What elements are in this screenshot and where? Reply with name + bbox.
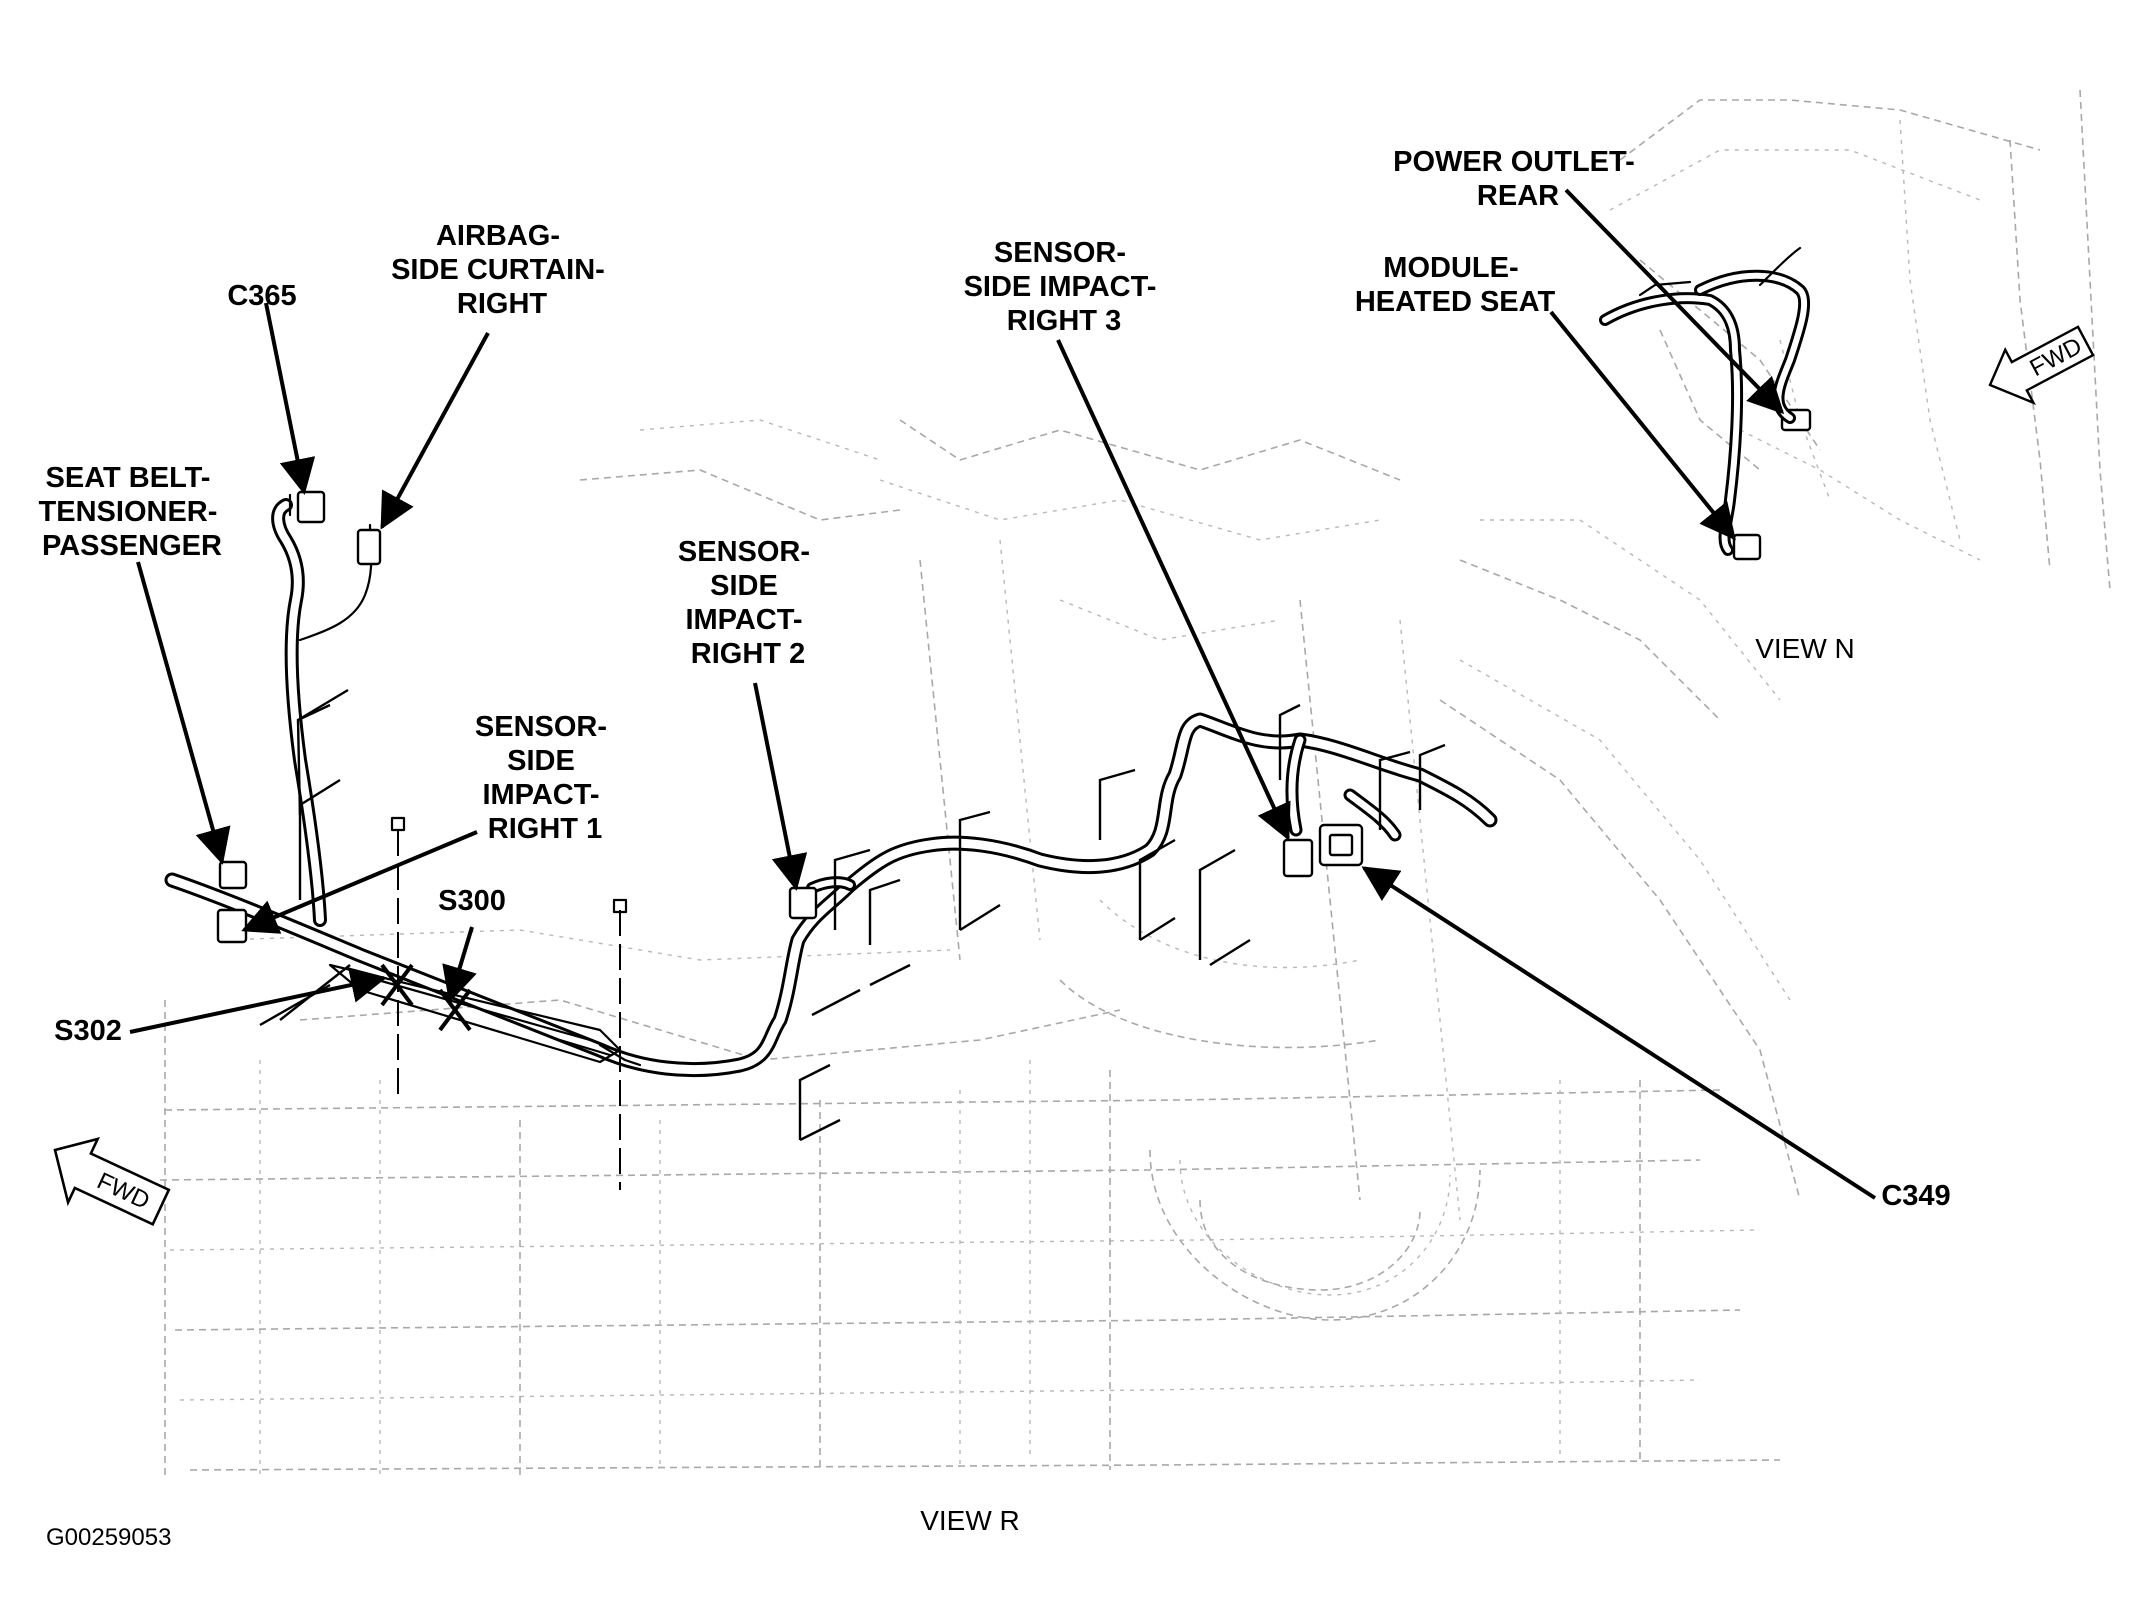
leader-sensor-side-impact-right-3: [1056, 339, 1291, 841]
module-heated-seat-connector: [1732, 533, 1762, 561]
leader-c365: [264, 302, 316, 495]
c365-connector: [296, 490, 326, 524]
callout-sensor-side-impact-right-2: SENSOR- SIDE IMPACT- RIGHT 2: [678, 536, 818, 670]
callout-c365: C365: [227, 280, 296, 312]
callout-airbag-side-curtain-right: AIRBAG- SIDE CURTAIN- RIGHT: [391, 220, 613, 320]
callout-sensor-side-impact-right-3: SENSOR- SIDE IMPACT- RIGHT 3: [964, 237, 1165, 337]
view-n-body-outline: [1609, 89, 2111, 591]
connectors: [216, 408, 1812, 944]
figure-code: G00259053: [46, 1524, 171, 1551]
callout-s300: S300: [438, 885, 506, 917]
seat-belt-tensioner-connector: [218, 860, 248, 890]
sensor-side-impact-right-3-connector: [1282, 838, 1314, 878]
s302-splice: [380, 963, 414, 1007]
callout-module-heated-seat: MODULE- HEATED SEAT: [1355, 252, 1556, 318]
callout-power-outlet-rear: POWER OUTLET- REAR: [1393, 146, 1643, 212]
leader-s302: [129, 967, 387, 1034]
vehicle-body-outline: [159, 419, 1801, 1480]
leader-lines: [129, 188, 1877, 1200]
leader-sensor-side-impact-right-1: [241, 830, 478, 934]
leader-seat-belt-tensioner-passenger: [136, 561, 231, 865]
airbag-curtain-connector: [356, 528, 382, 566]
sensor-side-impact-right-1-connector: [216, 908, 248, 944]
fwd-arrow-view-r: FWD: [53, 1137, 171, 1227]
view-n-label: VIEW N: [1755, 633, 1855, 664]
callout-seat-belt-tensioner-passenger: SEAT BELT- TENSIONER- PASSENGER: [39, 462, 226, 562]
view-r-main-harness: [164, 493, 1498, 1078]
leader-c349: [1361, 866, 1877, 1200]
leader-sensor-side-impact-right-2: [753, 682, 808, 891]
view-r-label: VIEW R: [920, 1505, 1020, 1536]
callout-sensor-side-impact-right-1: SENSOR- SIDE IMPACT- RIGHT 1: [475, 711, 615, 845]
ground-studs: [390, 816, 628, 1190]
leader-power-outlet-rear: [1564, 188, 1785, 415]
sensor-side-impact-right-2-connector: [788, 886, 818, 920]
leader-s300: [442, 926, 477, 1003]
leader-airbag-side-curtain-right: [380, 332, 490, 530]
fwd-arrow-view-n: FWD: [1988, 325, 2095, 406]
callout-s302: S302: [54, 1015, 122, 1047]
harness-clips: [259, 688, 1446, 1142]
leader-module-heated-seat: [1549, 310, 1736, 541]
callout-c349: C349: [1881, 1180, 1950, 1212]
